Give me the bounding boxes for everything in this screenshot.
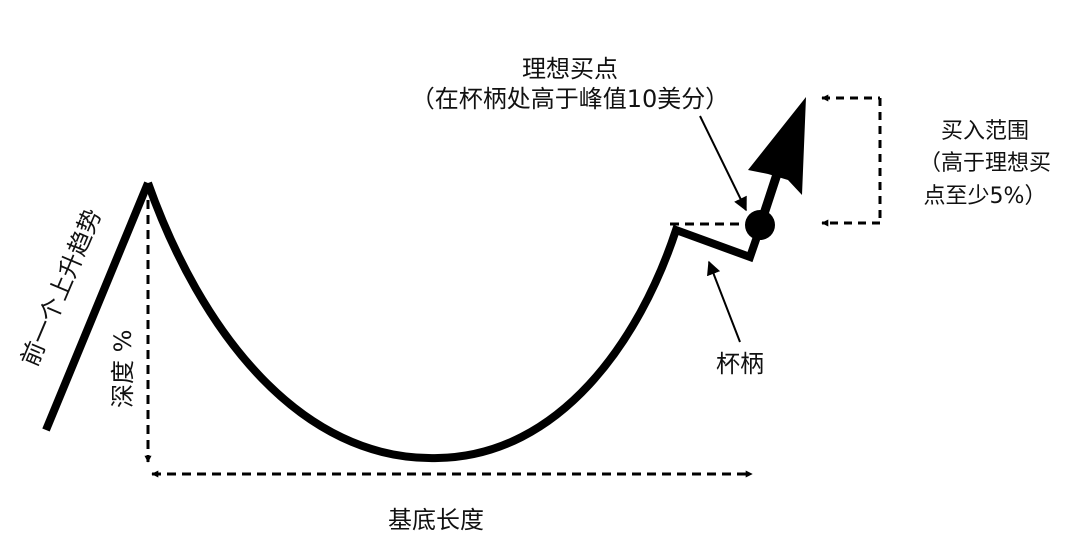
depth-label: 深度 % (109, 330, 137, 408)
ideal-buy-point-dot (745, 210, 775, 240)
ideal-buy-title: 理想买点 (522, 55, 618, 83)
breakout-arrow-head (748, 97, 806, 195)
prior-uptrend-label: 前一个上升趋势 (16, 205, 107, 371)
buy-range-bracket (821, 94, 882, 227)
prior-uptrend-line (42, 181, 152, 432)
buy-range-note-line2: 点至少5%） (924, 184, 1047, 209)
buy-range-note-line1: （高于理想买 (919, 151, 1051, 176)
base-length-label: 基底长度 (388, 506, 484, 534)
handle-label: 杯柄 (716, 350, 764, 378)
ideal-buy-pointer (699, 115, 747, 212)
handle-pointer (707, 260, 741, 343)
buy-range-title: 买入范围 (941, 119, 1029, 144)
cup-curve (144, 181, 764, 463)
ideal-buy-note: （在杯柄处高于峰值10美分） (411, 85, 730, 113)
